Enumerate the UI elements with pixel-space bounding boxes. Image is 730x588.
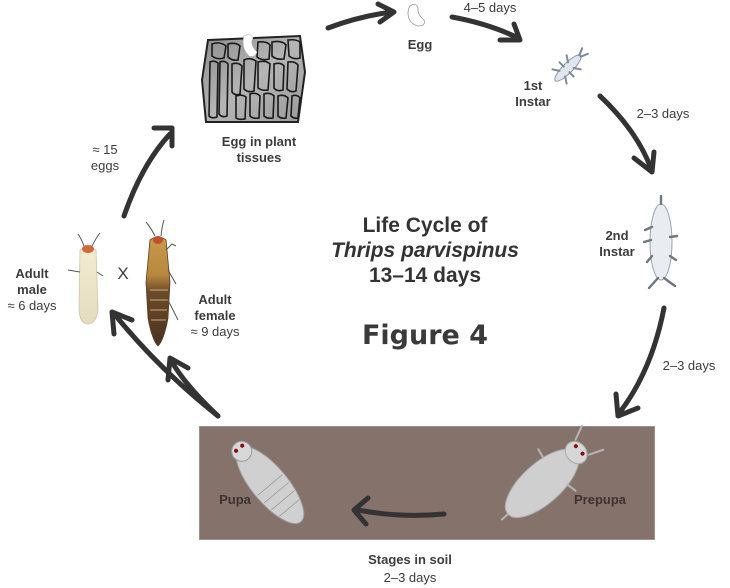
adult-female-duration: ≈ 9 days: [190, 324, 240, 339]
title-duration: 13–14 days: [368, 264, 482, 287]
eggs-count-label: ≈ 15 eggs: [80, 142, 130, 174]
adult-female-line2: female: [194, 308, 236, 323]
second-instar-line2: Instar: [599, 244, 635, 259]
second-to-prepupa-duration: 2–3 days: [662, 358, 716, 373]
title-species: Thrips parvispinus: [331, 239, 519, 262]
soil-caption: Stages in soil: [368, 552, 452, 567]
diagram-title: Life Cycle of Thrips parvispinus 13–14 d…: [300, 213, 550, 288]
prepupa-label: Prepupa: [573, 492, 626, 507]
prepupa-icon: [500, 424, 605, 521]
adult-male-icon: [67, 232, 104, 325]
figure-label: Figure 4: [361, 320, 489, 351]
adult-male-duration: ≈ 6 days: [7, 298, 57, 313]
egg-label: Egg: [407, 37, 433, 52]
second-instar-label: 2nd Instar: [592, 228, 642, 260]
first-instar-line1: 1st: [523, 78, 543, 93]
egg-in-plant-line2: tissues: [236, 150, 282, 165]
egg-in-plant-label: Egg in plant tissues: [204, 134, 314, 166]
second-instar-icon: [642, 194, 679, 290]
adult-female-line1: Adult: [198, 292, 232, 307]
egg-icon: [407, 4, 425, 27]
first-instar-label: 1st Instar: [508, 78, 558, 110]
first-instar-icon: [551, 47, 589, 85]
cross-symbol: X: [117, 264, 129, 283]
plant-tissue-icon: [200, 34, 307, 123]
adult-male-line1: Adult: [15, 266, 49, 281]
eggs-count-line2: eggs: [90, 158, 120, 173]
cycle-arrows: [109, 1, 667, 527]
title-line1: Life Cycle of: [362, 214, 488, 237]
adult-female-label: Adult female ≈ 9 days: [182, 292, 248, 340]
egg-to-first-duration: 4–5 days: [463, 0, 517, 15]
adult-male-label: Adult male ≈ 6 days: [0, 266, 64, 314]
eggs-count-line1: ≈ 15: [92, 142, 118, 157]
soil-duration: 2–3 days: [383, 570, 437, 585]
adult-male-line2: male: [17, 282, 47, 297]
egg-in-plant-line1: Egg in plant: [221, 134, 297, 149]
pupa-label: Pupa: [219, 492, 251, 507]
second-instar-line1: 2nd: [605, 228, 629, 243]
adult-female-icon: [145, 219, 179, 347]
first-to-second-duration: 2–3 days: [636, 106, 690, 121]
pupa-icon: [231, 440, 305, 525]
first-instar-line2: Instar: [515, 94, 551, 109]
